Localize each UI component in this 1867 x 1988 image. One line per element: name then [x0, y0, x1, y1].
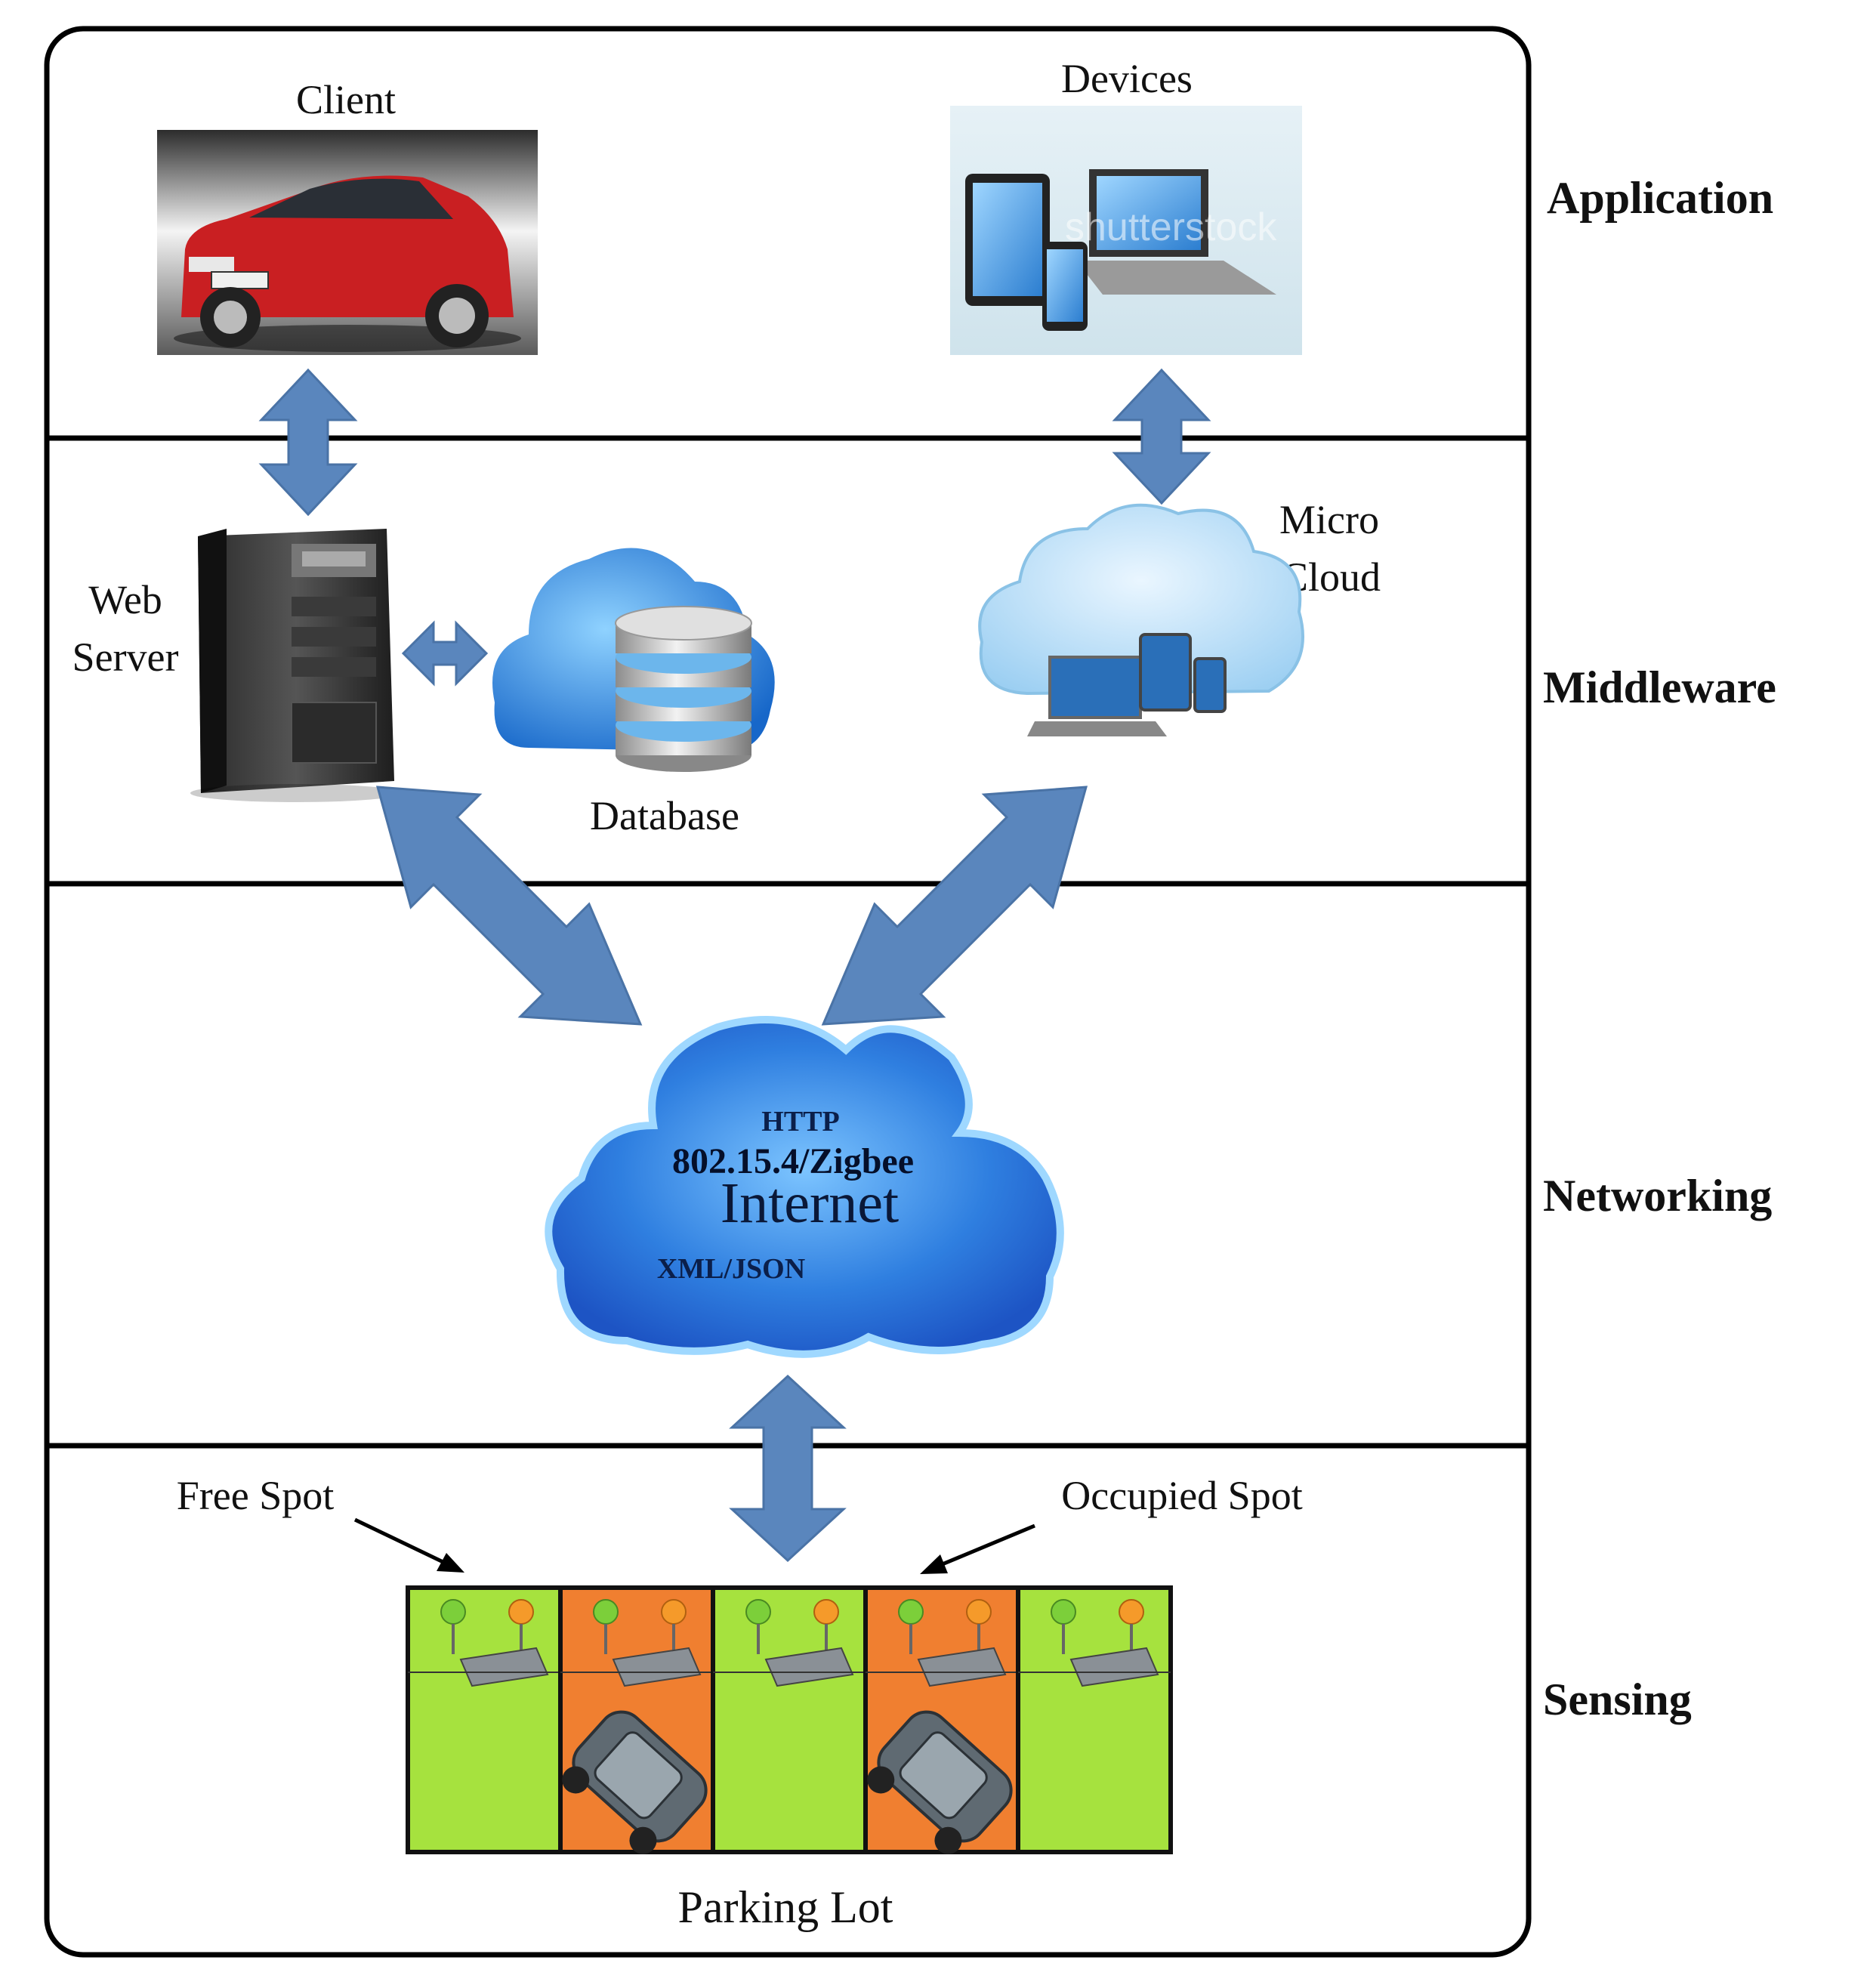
devices-watermark: shutterstock	[1065, 205, 1277, 249]
parking-lot-label: Parking Lot	[678, 1882, 893, 1932]
internet-cloud-http: HTTP	[761, 1106, 839, 1138]
database-label: Database	[590, 793, 739, 838]
internet-cloud: HTTP 802.15.4/Zigbee Internet XML/JSON	[545, 1016, 1064, 1358]
webserver-database-arrow	[401, 620, 489, 687]
occupied-spot-pointer	[934, 1523, 1035, 1570]
parking-spot-free	[711, 1585, 868, 1854]
web-server-label-line2: Server	[73, 634, 179, 680]
web-server-label-line1: Web	[88, 577, 162, 622]
client-car-image	[157, 130, 538, 355]
free-spot-pointer	[353, 1517, 451, 1567]
parking-lot	[406, 1585, 1173, 1854]
parking-spot-free	[406, 1585, 563, 1854]
parked-car-icon	[867, 1710, 1013, 1854]
client-webserver-arrow	[258, 368, 358, 517]
devices-label: Devices	[1061, 56, 1193, 101]
client-label: Client	[296, 77, 396, 122]
occupied-spot-label: Occupied Spot	[1061, 1473, 1302, 1518]
layer-label-application: Application	[1547, 173, 1773, 223]
webserver-internet-arrow	[375, 786, 643, 1026]
internet-cloud-zigbee: 802.15.4/Zigbee	[672, 1141, 914, 1181]
occupied-spot-pointer-head	[920, 1554, 948, 1574]
internet-parkinglot-arrow	[729, 1374, 847, 1563]
devices-microcloud-arrow	[1112, 368, 1211, 505]
database-image	[492, 548, 775, 772]
layer-label-middleware: Middleware	[1543, 662, 1776, 712]
outer-border	[44, 26, 1532, 1958]
free-spot-pointer-head	[437, 1553, 464, 1573]
layer-label-networking: Networking	[1543, 1171, 1772, 1221]
microcloud-internet-arrow	[821, 786, 1088, 1026]
database-stack	[615, 606, 752, 772]
parking-spot-occupied	[863, 1585, 1020, 1854]
internet-cloud-xml-json: XML/JSON	[657, 1253, 805, 1285]
free-spot-label: Free Spot	[177, 1473, 335, 1518]
parked-car-icon	[562, 1710, 708, 1854]
parking-sensor-icon	[745, 1599, 854, 1687]
layer-label-sensing: Sensing	[1543, 1675, 1692, 1724]
parking-spot-free	[1016, 1585, 1173, 1854]
parking-sensor-icon	[440, 1599, 549, 1687]
parking-sensor-icon	[898, 1599, 1007, 1687]
parking-sensor-icon	[593, 1599, 702, 1687]
internet-cloud-internet: Internet	[721, 1172, 899, 1235]
web-server-image	[190, 529, 402, 802]
parking-spot-occupied	[558, 1585, 715, 1854]
micro-cloud-image	[978, 503, 1304, 736]
devices-image	[950, 106, 1302, 355]
parking-sensor-icon	[1051, 1599, 1159, 1687]
micro-cloud-label-line1: Micro	[1279, 497, 1379, 542]
